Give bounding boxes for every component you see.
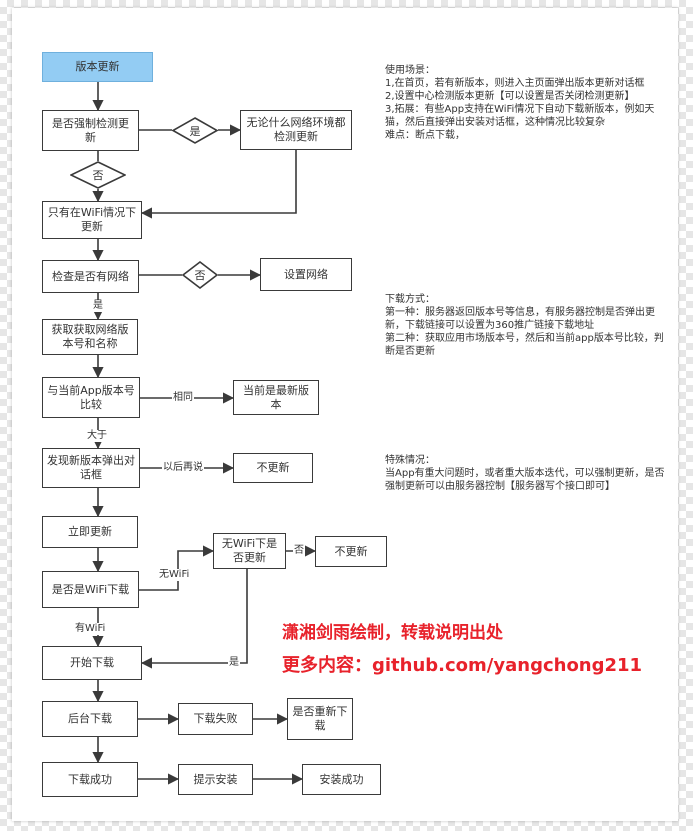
node-bg-download: 后台下载 <box>42 701 138 737</box>
edge-label-no-3: 否 <box>293 545 305 557</box>
node-label: 不更新 <box>256 461 290 474</box>
node-label: 发现新版本弹出对话框 <box>47 454 135 481</box>
node-no-update-2: 不更新 <box>315 536 387 567</box>
node-label: 设置网络 <box>284 267 328 281</box>
node-no-wifi-update: 无WiFi下是否更新 <box>213 533 286 569</box>
node-label: 下载失败 <box>193 712 238 725</box>
note-line: 2,设置中心检测版本更新【可以设置是否关闭检测更新】 <box>385 91 635 102</box>
note-line: 特殊情况： <box>385 455 435 466</box>
watermark-link: 更多内容：github.com/yangchong211 <box>282 655 643 676</box>
node-redownload: 是否重新下载 <box>287 698 353 740</box>
node-prompt-install: 提示安装 <box>178 764 253 795</box>
node-label: 版本更新 <box>75 60 120 73</box>
edge-label-greater: 大于 <box>86 430 108 442</box>
edge-label-has-wifi: 有WiFi <box>74 623 107 635</box>
note-line: 使用场景： <box>385 65 435 76</box>
decision-label: 是 <box>189 124 201 138</box>
node-label: 开始下载 <box>70 656 114 669</box>
node-found-new: 发现新版本弹出对话框 <box>42 448 140 488</box>
edge-label-yes-dl: 是 <box>228 657 240 669</box>
node-update-now: 立即更新 <box>42 516 138 548</box>
node-label: 获取获取网络版本号和名称 <box>51 323 129 350</box>
node-any-network: 无论什么网络环境都检测更新 <box>240 110 352 150</box>
node-no-update-1: 不更新 <box>233 453 313 483</box>
decision-label: 否 <box>194 269 206 282</box>
note-line: 下载方式： <box>385 294 435 305</box>
node-version-update: 版本更新 <box>42 52 153 82</box>
node-label: 立即更新 <box>68 525 112 538</box>
decision-no-2: 否 <box>182 261 218 289</box>
node-set-network: 设置网络 <box>260 258 352 291</box>
node-label: 是否是WiFi下载 <box>51 582 130 596</box>
watermark-author: 潇湘剑雨绘制，转载说明出处 <box>282 623 503 643</box>
node-label: 安装成功 <box>319 772 364 786</box>
node-download-fail: 下载失败 <box>178 703 253 735</box>
edge-label-yes-net: 是 <box>92 300 104 312</box>
node-install-success: 安装成功 <box>302 764 381 795</box>
node-label: 不更新 <box>334 544 368 558</box>
node-start-download: 开始下载 <box>42 646 142 680</box>
edge-any-to-wifi <box>140 150 297 219</box>
node-get-version: 获取获取网络版本号和名称 <box>42 319 138 355</box>
node-compare-app: 与当前App版本号比较 <box>42 377 140 418</box>
node-label: 无论什么网络环境都检测更新 <box>246 116 346 143</box>
note-scenarios: 使用场景： 1,在首页，若有新版本，则进入主页面弹出版本更新对话框 2,设置中心… <box>385 64 665 142</box>
node-label: 后台下载 <box>68 712 112 725</box>
note-line: 当App有重大问题时，或者重大版本迭代，可以强制更新，是否强制更新可以由服务器控… <box>385 468 665 492</box>
decision-yes-1: 是 <box>172 117 218 144</box>
node-label: 与当前App版本号比较 <box>47 383 135 411</box>
edge-label-no-wifi: 无WiFi <box>158 569 191 581</box>
note-download-methods: 下载方式： 第一种：服务器返回版本号等信息，有服务器控制是否弹出更新，下载链接可… <box>385 293 665 358</box>
node-label: 只有在WiFi情况下更新 <box>47 206 137 233</box>
note-line: 第二种：获取应用市场版本号，然后和当前app版本号比较，判断是否更新 <box>385 333 664 357</box>
decision-no-1: 否 <box>70 161 126 189</box>
node-force-check: 是否强制检测更新 <box>42 110 139 151</box>
note-line: 3,拓展：有些App支持在WiFi情况下自动下载新版本，例如天猫，然后直接弹出安… <box>385 104 655 128</box>
node-is-latest: 当前是最新版本 <box>233 380 319 415</box>
node-label: 下载成功 <box>68 772 112 786</box>
decision-label: 否 <box>92 169 104 182</box>
node-is-wifi: 是否是WiFi下载 <box>42 571 139 608</box>
node-only-wifi: 只有在WiFi情况下更新 <box>42 201 142 239</box>
edge-nowifiupdate-to-start <box>140 569 248 669</box>
node-check-network: 检查是否有网络 <box>42 260 139 293</box>
edge-label-same: 相同 <box>172 392 194 404</box>
node-label: 当前是最新版本 <box>243 383 309 411</box>
note-line: 难点：断点下载， <box>385 130 465 141</box>
note-special: 特殊情况： 当App有重大问题时，或者重大版本迭代，可以强制更新，是否强制更新可… <box>385 454 665 493</box>
node-label: 是否强制检测更新 <box>52 116 129 144</box>
note-line: 1,在首页，若有新版本，则进入主页面弹出版本更新对话框 <box>385 78 645 89</box>
flowchart-canvas: 版本更新 是否强制检测更新 无论什么网络环境都检测更新 只有在WiFi情况下更新… <box>12 8 678 821</box>
edge-label-later: 以后再说 <box>162 462 204 474</box>
note-line: 第一种：服务器返回版本号等信息，有服务器控制是否弹出更新，下载链接可以设置为36… <box>385 307 655 331</box>
node-label: 检查是否有网络 <box>52 269 129 283</box>
node-download-success: 下载成功 <box>42 762 138 797</box>
node-label: 是否重新下载 <box>292 705 348 732</box>
node-label: 提示安装 <box>193 772 238 786</box>
node-label: 无WiFi下是否更新 <box>221 537 278 564</box>
